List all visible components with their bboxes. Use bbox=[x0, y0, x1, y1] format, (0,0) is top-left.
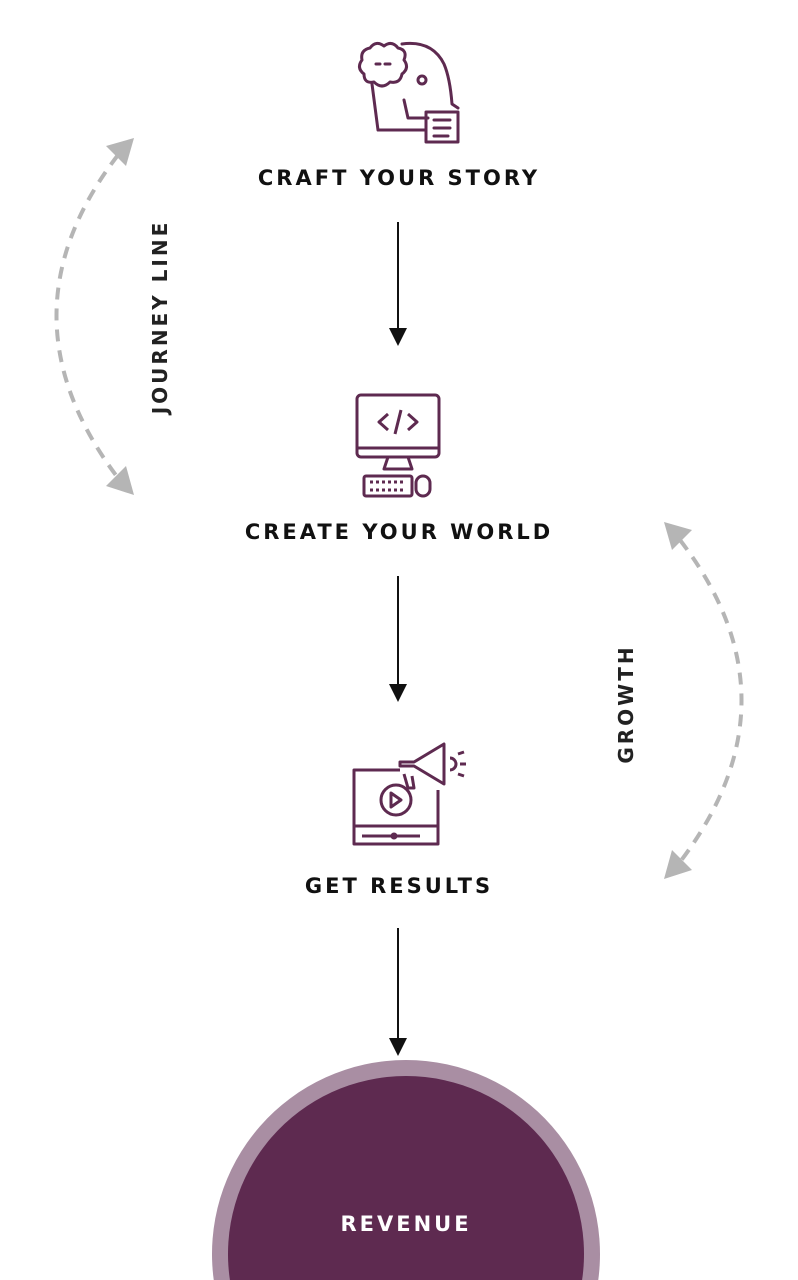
flow-arrow bbox=[389, 928, 407, 1056]
growth-loop-arrow bbox=[664, 522, 744, 879]
flow-arrow bbox=[389, 222, 407, 346]
journey-loop-arrow bbox=[54, 138, 134, 495]
growth-label: GROWTH bbox=[614, 644, 638, 764]
journey-line-label: JOURNEY LINE bbox=[148, 219, 172, 415]
flow-arrow bbox=[389, 576, 407, 702]
step-label-create-world: CREATE YOUR WORLD bbox=[244, 520, 554, 544]
step-label-craft-story: CRAFT YOUR STORY bbox=[257, 166, 541, 190]
revenue-label: REVENUE bbox=[340, 1212, 472, 1236]
video-megaphone-icon bbox=[352, 742, 466, 846]
step-label-get-results: GET RESULTS bbox=[304, 874, 494, 898]
revenue-circle bbox=[211, 1060, 600, 1280]
computer-code-icon bbox=[355, 393, 441, 498]
thinking-head-icon bbox=[357, 41, 460, 144]
